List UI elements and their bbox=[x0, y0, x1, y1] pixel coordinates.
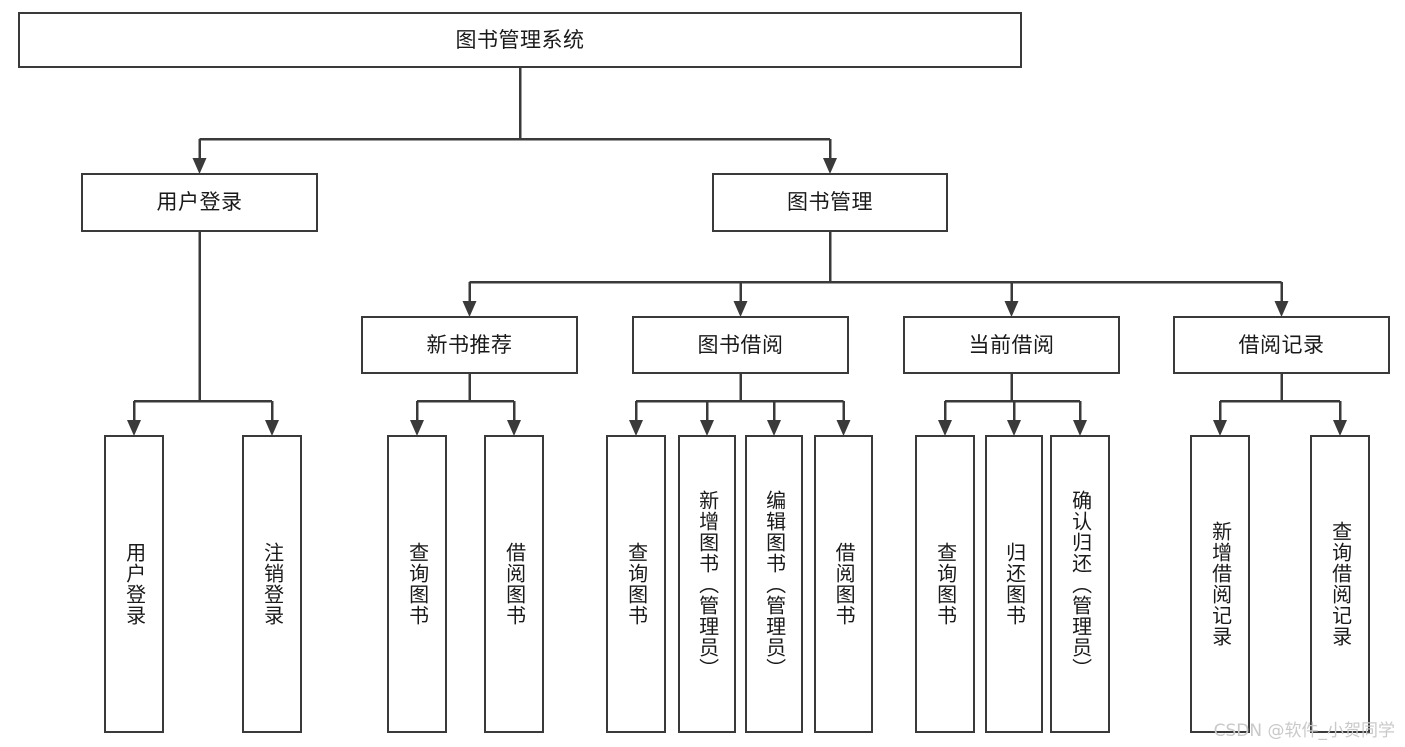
connector-arrowhead bbox=[127, 420, 141, 436]
node-label: 查询图书 bbox=[933, 542, 958, 626]
node-label: 借阅图书 bbox=[502, 542, 527, 626]
node-leaf-query-record: 查询借阅记录 bbox=[1310, 435, 1370, 733]
connector-arrowhead bbox=[823, 158, 837, 174]
node-label: 查询图书 bbox=[624, 542, 649, 626]
node-leaf-confirm-return: 确认归还（管理员） bbox=[1050, 435, 1110, 733]
connector-arrowhead bbox=[265, 420, 279, 436]
node-book-borrow: 图书借阅 bbox=[632, 316, 849, 374]
connector-arrowhead bbox=[462, 301, 477, 317]
node-leaf-borrow-book-2: 借阅图书 bbox=[814, 435, 873, 733]
connector-arrowhead bbox=[1333, 420, 1347, 436]
connector-arrowhead bbox=[507, 420, 521, 436]
node-root: 图书管理系统 bbox=[18, 12, 1022, 68]
connector-arrowhead bbox=[836, 420, 851, 436]
node-new-book-rec: 新书推荐 bbox=[361, 316, 578, 374]
connector-arrowhead bbox=[1007, 420, 1021, 436]
node-label: 查询图书 bbox=[405, 542, 430, 626]
node-label: 用户登录 bbox=[122, 542, 147, 626]
node-label: 借阅图书 bbox=[832, 542, 857, 626]
node-label: 确认归还（管理员） bbox=[1068, 489, 1093, 679]
connector-arrowhead bbox=[700, 420, 714, 436]
node-label: 新增图书（管理员） bbox=[695, 489, 720, 679]
node-leaf-user-login: 用户登录 bbox=[104, 435, 164, 733]
node-leaf-return-book: 归还图书 bbox=[985, 435, 1043, 733]
connector-arrowhead bbox=[733, 301, 748, 317]
node-label: 查询借阅记录 bbox=[1328, 521, 1353, 647]
connector-arrowhead bbox=[938, 420, 952, 436]
node-leaf-edit-book: 编辑图书（管理员） bbox=[745, 435, 803, 733]
node-label: 归还图书 bbox=[1002, 542, 1027, 626]
connector-arrowhead bbox=[767, 420, 781, 436]
node-leaf-query-book-1: 查询图书 bbox=[387, 435, 447, 733]
node-book-manage: 图书管理 bbox=[712, 173, 948, 232]
node-label: 注销登录 bbox=[260, 542, 285, 626]
node-leaf-user-logout: 注销登录 bbox=[242, 435, 302, 733]
node-label: 编辑图书（管理员） bbox=[762, 489, 787, 679]
connector-arrowhead bbox=[192, 158, 207, 174]
node-label: 借阅记录 bbox=[1238, 332, 1325, 357]
node-label: 新书推荐 bbox=[426, 332, 513, 357]
connector-arrowhead bbox=[1073, 420, 1087, 436]
connector-arrowhead bbox=[629, 420, 643, 436]
node-loan-record: 借阅记录 bbox=[1173, 316, 1390, 374]
node-user-login: 用户登录 bbox=[81, 173, 318, 232]
connector-arrowhead bbox=[410, 420, 424, 436]
node-label: 当前借阅 bbox=[968, 332, 1055, 357]
node-leaf-add-book: 新增图书（管理员） bbox=[678, 435, 736, 733]
connector-arrowhead bbox=[1004, 301, 1019, 317]
node-leaf-query-book-3: 查询图书 bbox=[915, 435, 975, 733]
node-label: 图书管理系统 bbox=[455, 27, 585, 52]
node-current-loan: 当前借阅 bbox=[903, 316, 1120, 374]
node-label: 图书管理 bbox=[787, 190, 873, 215]
node-label: 用户登录 bbox=[156, 190, 243, 215]
node-leaf-add-record: 新增借阅记录 bbox=[1190, 435, 1250, 733]
node-label: 图书借阅 bbox=[697, 332, 784, 357]
connector-arrowhead bbox=[1274, 301, 1289, 317]
node-label: 新增借阅记录 bbox=[1208, 521, 1233, 647]
node-leaf-borrow-book-1: 借阅图书 bbox=[484, 435, 544, 733]
connector-arrowhead bbox=[1213, 420, 1227, 436]
node-leaf-query-book-2: 查询图书 bbox=[606, 435, 666, 733]
